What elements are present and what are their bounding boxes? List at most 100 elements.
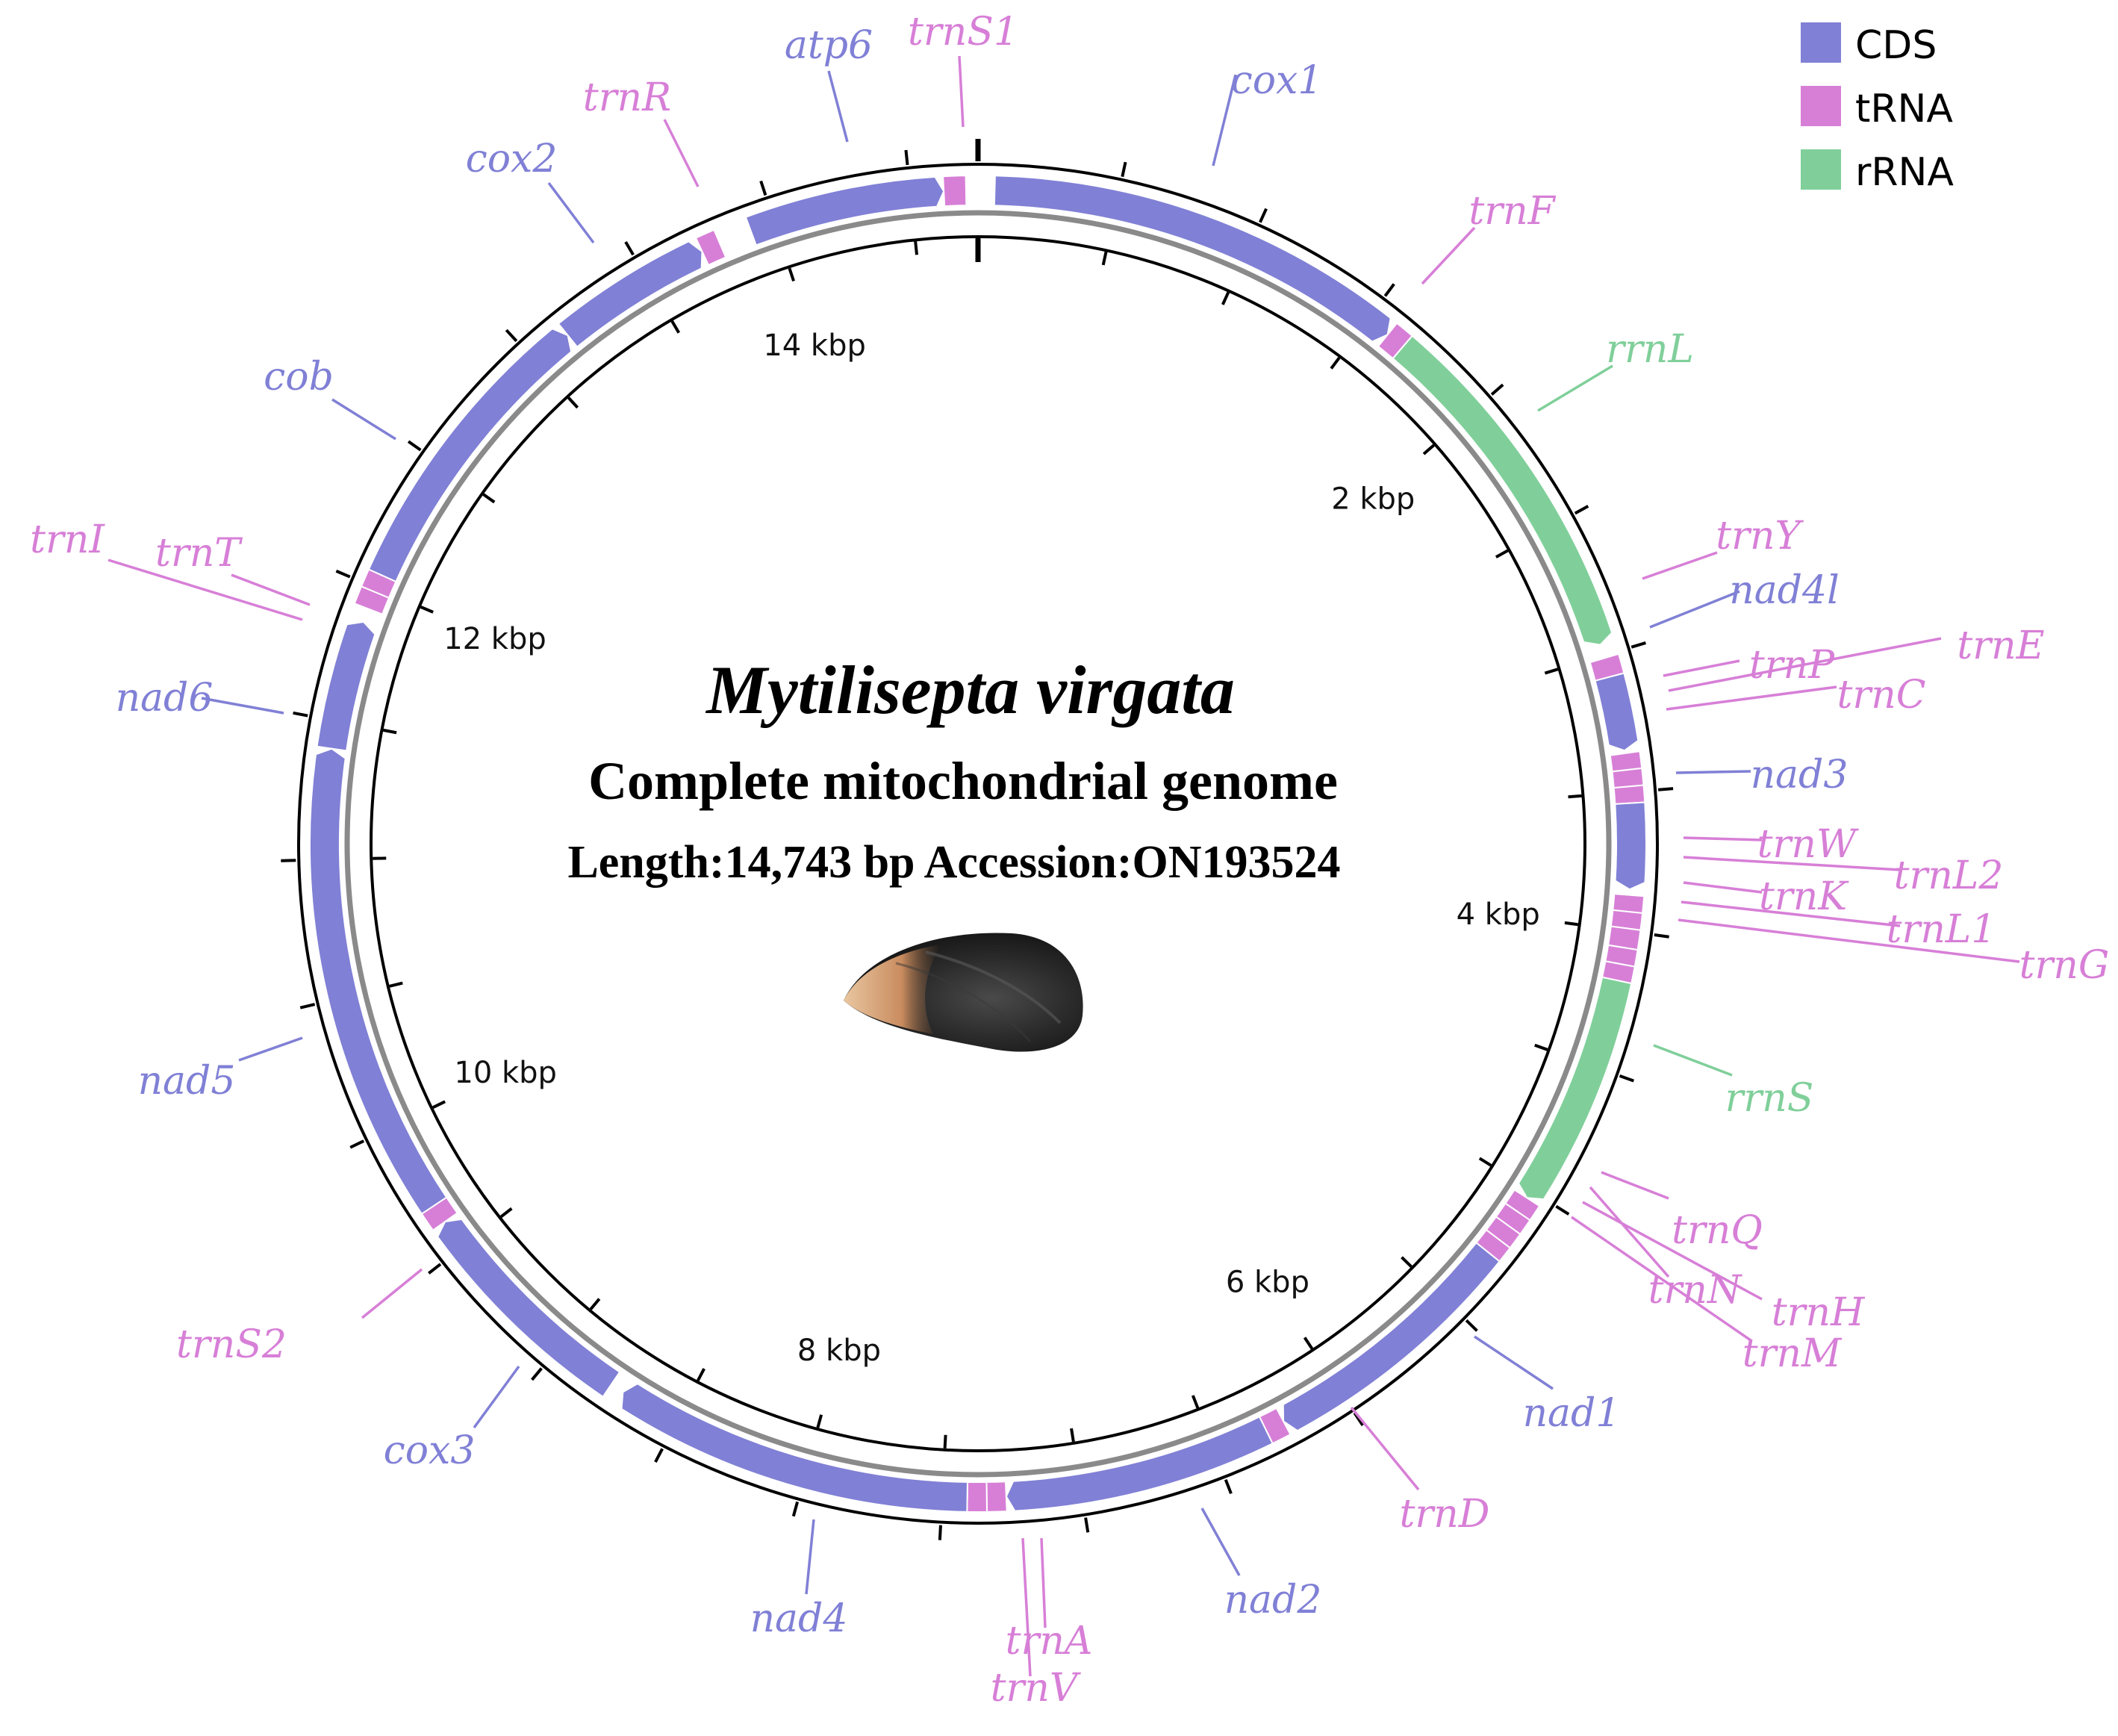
legend-label-rrna: rRNA	[1855, 150, 1954, 195]
inner-tick	[1565, 923, 1578, 924]
leader-line-trnY	[1642, 553, 1717, 579]
leader-line-atp6	[829, 71, 847, 142]
feature-label-cox3: cox3	[384, 1428, 476, 1473]
mussel-shell-image	[844, 933, 1083, 1051]
inner-tick	[1305, 1337, 1312, 1348]
outer-tick	[1466, 1320, 1477, 1331]
feature-arc-trnC	[1614, 785, 1645, 804]
feature-label-rrnS: rrnS	[1725, 1076, 1814, 1121]
inner-tick	[672, 321, 679, 333]
inner-tick	[1193, 1396, 1198, 1408]
inner-tick	[1545, 669, 1557, 673]
legend-swatch-rrna	[1801, 149, 1841, 190]
leader-line-nad5	[239, 1038, 302, 1060]
leader-line-nad3	[1676, 771, 1751, 773]
leader-line-rrnL	[1538, 366, 1613, 411]
feature-label-trnN: trnN	[1648, 1268, 1742, 1313]
outer-tick	[300, 1004, 314, 1008]
inner-tick	[915, 241, 917, 255]
inner-tick	[390, 983, 402, 986]
outer-tick	[408, 441, 420, 450]
feature-label-trnF: trnF	[1468, 189, 1556, 234]
inner-tick	[1569, 796, 1582, 797]
legend-swatch-trna	[1801, 86, 1841, 126]
leader-line-trnC	[1666, 687, 1837, 709]
feature-label-trnV: trnV	[991, 1666, 1081, 1711]
feature-label-trnA: trnA	[1006, 1619, 1093, 1664]
inner-tick	[1223, 293, 1228, 305]
feature-label-trnD: trnD	[1400, 1492, 1490, 1537]
feature-label-trnQ: trnQ	[1672, 1208, 1763, 1253]
leader-line-trnF	[1422, 228, 1474, 284]
feature-label-trnY: trnY	[1716, 514, 1804, 559]
inner-tick	[1480, 1158, 1491, 1166]
axis-label-3: 8 kbp	[797, 1334, 881, 1368]
inner-tick	[698, 1369, 704, 1381]
leader-line-cox2	[549, 183, 594, 243]
feature-label-trnR: trnR	[583, 75, 671, 120]
outer-tick	[1226, 1480, 1231, 1494]
outer-tick	[336, 571, 349, 577]
leader-line-nad6	[202, 698, 284, 713]
outer-tick	[1492, 385, 1503, 394]
axis-label-5: 12 kbp	[443, 622, 546, 656]
outer-tick	[1122, 162, 1125, 177]
inner-tick	[421, 607, 434, 612]
inner-tick	[817, 1415, 821, 1428]
feature-label-trnC: trnC	[1837, 673, 1925, 718]
leader-line-trnS1	[959, 56, 963, 127]
feature-label-trnG: trnG	[2019, 943, 2110, 988]
inner-tick	[1331, 358, 1339, 368]
leader-line-trnS2	[362, 1269, 422, 1318]
outer-tick	[1575, 506, 1589, 514]
outer-tick	[1260, 209, 1266, 223]
leader-line-nad2	[1202, 1508, 1239, 1575]
leader-line-cox3	[474, 1366, 519, 1428]
feature-arc-nad3	[1615, 802, 1646, 889]
axis-label-4: 10 kbp	[454, 1056, 557, 1090]
outer-tick	[1385, 284, 1394, 296]
feature-arc-trnV	[967, 1482, 987, 1512]
feature-label-trnP: trnP	[1749, 643, 1835, 688]
leader-line-rrnS	[1654, 1045, 1732, 1075]
feature-label-nad3: nad3	[1751, 753, 1848, 797]
feature-label-nad4l: nad4l	[1729, 568, 1840, 613]
inner-tick	[501, 1208, 511, 1216]
feature-label-atp6: atp6	[785, 23, 873, 68]
feature-label-nad4: nad4	[750, 1596, 848, 1641]
outer-tick	[1086, 1518, 1088, 1533]
feature-arc-trnS1	[943, 175, 966, 206]
feature-label-trnW: trnW	[1757, 822, 1859, 867]
feature-arc-nad1	[1283, 1242, 1500, 1431]
outer-tick	[906, 150, 907, 165]
species-title: Mytilisepta virgata	[705, 652, 1235, 728]
inner-tick	[484, 494, 495, 502]
feature-label-trnL2: trnL2	[1894, 853, 2004, 898]
feature-label-trnS1: trnS1	[908, 10, 1018, 55]
outer-tick	[293, 713, 308, 716]
legend-label-trna: tRNA	[1855, 87, 1953, 131]
leader-line-trnK	[1684, 883, 1762, 892]
inner-tick	[1496, 550, 1508, 557]
outer-tick	[761, 181, 765, 195]
outer-tick	[429, 1264, 440, 1273]
legend: CDS tRNA rRNA	[1801, 22, 1954, 195]
inner-tick	[945, 1435, 946, 1449]
feature-label-cob: cob	[264, 355, 334, 399]
outer-tick	[1631, 643, 1645, 647]
outer-tick	[350, 1141, 364, 1148]
outer-tick	[1620, 1076, 1634, 1081]
feature-label-trnM: trnM	[1742, 1331, 1843, 1376]
inner-tick	[591, 1299, 599, 1310]
leader-line-nad4l	[1650, 591, 1739, 627]
inner-tick	[433, 1101, 445, 1107]
outer-tick	[794, 1502, 797, 1516]
inner-tick	[1103, 252, 1106, 265]
outer-tick	[532, 1369, 542, 1380]
outer-tick	[626, 242, 633, 255]
axis-label-1: 4 kbp	[1457, 897, 1540, 932]
leader-line-trnR	[664, 119, 698, 187]
inner-tick	[789, 268, 794, 281]
feature-label-nad2: nad2	[1224, 1578, 1322, 1623]
